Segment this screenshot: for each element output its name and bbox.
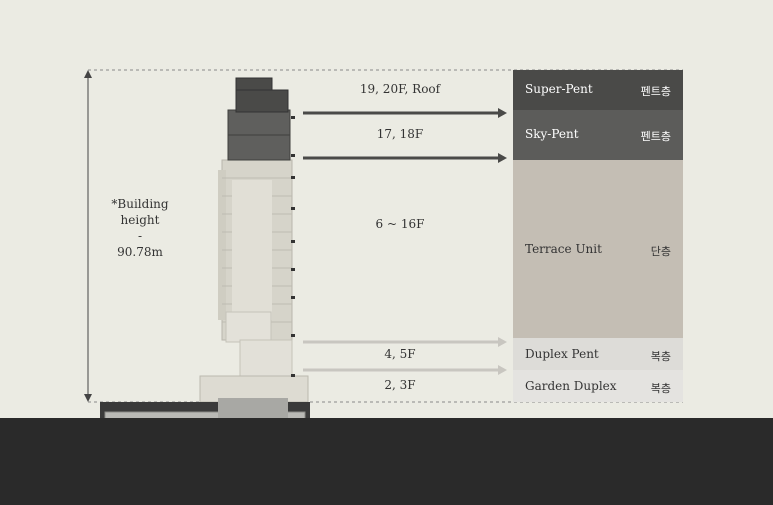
tower-tick-marks [291, 116, 295, 377]
arrow-super-pent-head [498, 108, 507, 118]
floor-label-duplex-pent: 4, 5F [384, 347, 416, 361]
arrow-garden-duplex-head [498, 365, 507, 375]
band-garden-duplex-name: Garden Duplex [525, 379, 617, 393]
tower-super-pent [235, 77, 289, 113]
band-sky-pent-korean: 펜트층 [640, 130, 671, 143]
height-arrow-bottom [84, 394, 92, 402]
building-height-line1: *Building [111, 197, 169, 211]
floor-label-sky-pent: 17, 18F [376, 127, 424, 141]
height-arrow-top [84, 70, 92, 78]
band-sky-pent: Sky-Pent 펜트층 [513, 110, 683, 160]
band-sky-pent-name: Sky-Pent [525, 127, 579, 141]
arrow-sky-pent-head [498, 153, 507, 163]
band-terrace-unit-name: Terrace Unit [525, 242, 602, 256]
floor-label-terrace: 6 ~ 16F [375, 217, 425, 231]
tower-sky-pent [227, 109, 291, 161]
band-garden-duplex: Garden Duplex 복층 [513, 370, 683, 402]
tower-lower-floors [199, 159, 309, 403]
band-duplex-pent-name: Duplex Pent [525, 347, 599, 361]
band-garden-duplex-korean: 복층 [650, 382, 671, 395]
building-height-line2: height [120, 213, 160, 227]
arrow-duplex-pent-head [498, 337, 507, 347]
building-height-line4: 90.78m [117, 245, 163, 259]
band-super-pent-name: Super-Pent [525, 82, 593, 96]
band-super-pent-korean: 펜트층 [640, 85, 671, 98]
band-terrace-unit: Terrace Unit 단층 [513, 160, 683, 338]
band-super-pent: Super-Pent 펜트층 [513, 70, 683, 110]
building-height-label: *Building height - 90.78m [100, 196, 180, 260]
floor-label-garden-duplex: 2, 3F [384, 378, 416, 392]
ground-area [0, 418, 773, 505]
band-duplex-pent: Duplex Pent 복층 [513, 338, 683, 370]
floor-label-super-pent: 19, 20F, Roof [359, 82, 441, 96]
band-terrace-unit-korean: 단층 [650, 245, 671, 258]
band-duplex-pent-korean: 복층 [650, 350, 671, 363]
building-height-line3: - [137, 229, 143, 243]
